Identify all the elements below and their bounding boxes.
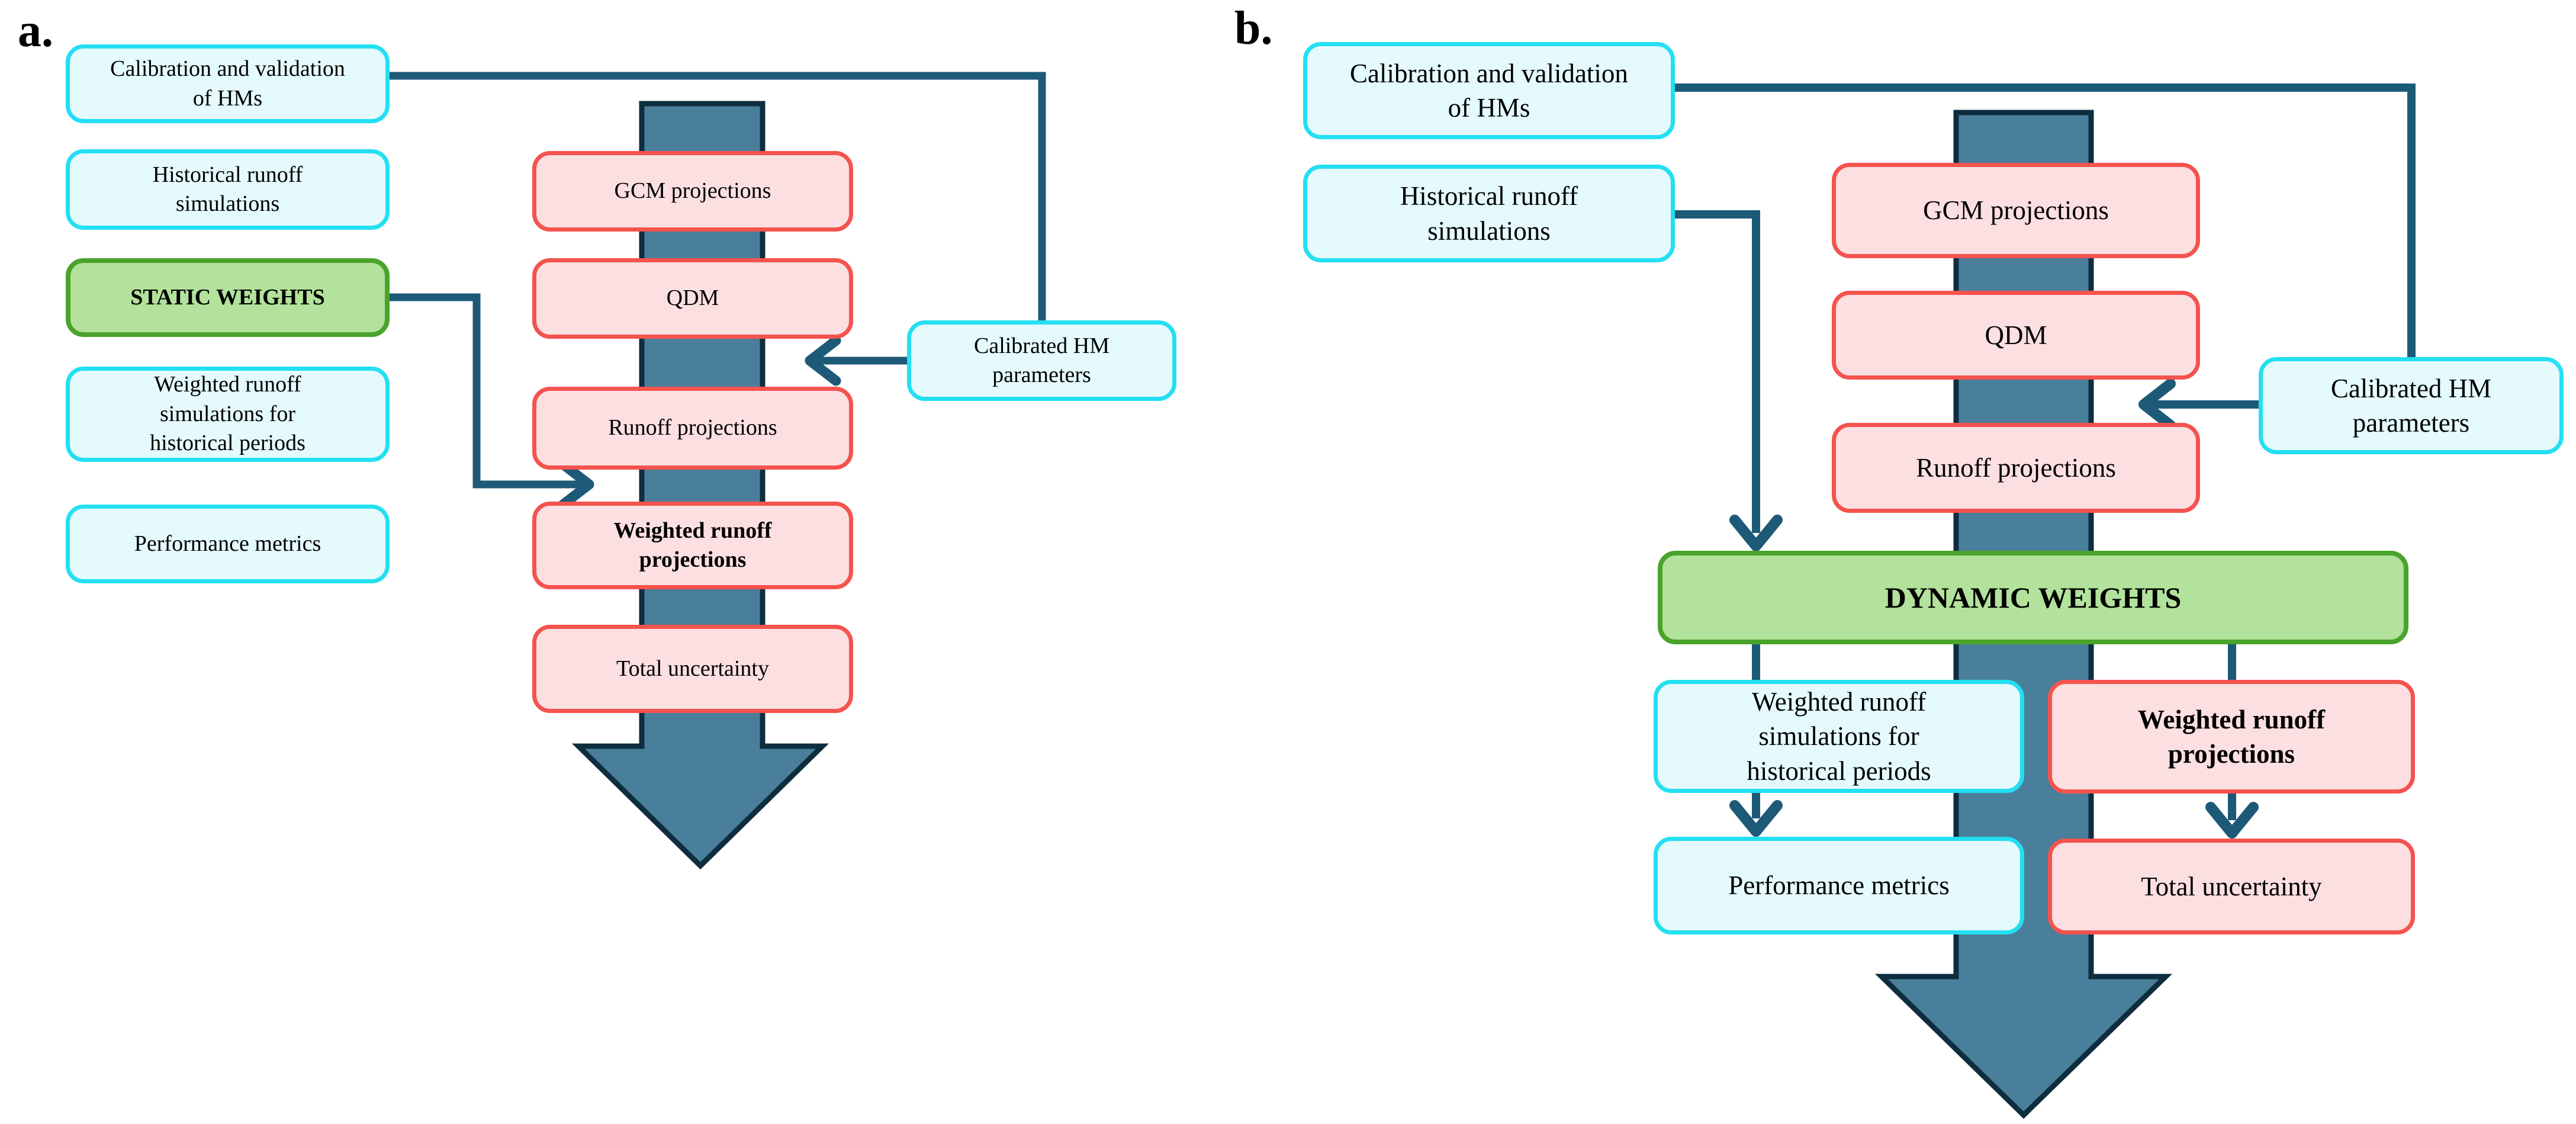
- left-arrowhead-b: [2138, 378, 2176, 431]
- box-calibrated-hm-parameters-b: Calibrated HM parameters: [2259, 357, 2564, 454]
- box-calibration-validation-b: Calibration and validation of HMs: [1303, 42, 1675, 139]
- connector-calibration-to-params-a: [390, 72, 1046, 320]
- down-arrowhead-into-total-b: [2205, 802, 2259, 839]
- left-arrowhead-a: [805, 335, 841, 386]
- box-total-uncertainty-a: Total uncertainty: [532, 625, 853, 713]
- box-runoff-projections-b: Runoff projections: [1832, 423, 2200, 513]
- connector-static-to-flow-a: [390, 293, 583, 489]
- down-arrowhead-into-dynamic-b: [1729, 515, 1783, 551]
- box-weighted-runoff-projections-b: Weighted runoff projections: [2048, 680, 2415, 794]
- box-calibration-validation-a: Calibration and validation of HMs: [66, 44, 390, 123]
- box-dynamic-weights-b: DYNAMIC WEIGHTS: [1658, 551, 2408, 644]
- connector-calibration-to-params-b: [1675, 84, 2416, 357]
- panel-label-b: b.: [1234, 2, 1273, 54]
- box-qdm-a: QDM: [532, 258, 853, 339]
- box-historical-runoff-a: Historical runoff simulations: [66, 149, 390, 230]
- down-arrowhead-into-performance-b: [1729, 800, 1783, 837]
- box-runoff-projections-a: Runoff projections: [532, 387, 853, 470]
- box-performance-metrics-b: Performance metrics: [1654, 837, 2024, 934]
- box-gcm-projections-b: GCM projections: [1832, 163, 2200, 258]
- box-performance-metrics-a: Performance metrics: [66, 505, 390, 583]
- box-total-uncertainty-b: Total uncertainty: [2048, 839, 2415, 934]
- box-qdm-b: QDM: [1832, 291, 2200, 380]
- box-historical-runoff-b: Historical runoff simulations: [1303, 165, 1675, 262]
- box-gcm-projections-a: GCM projections: [532, 151, 853, 232]
- right-arrowhead-a: [558, 459, 594, 510]
- box-weighted-simulations-b: Weighted runoff simulations for historic…: [1654, 680, 2024, 793]
- box-static-weights-a: STATIC WEIGHTS: [66, 258, 390, 337]
- box-weighted-simulations-a: Weighted runoff simulations for historic…: [66, 367, 390, 462]
- box-calibrated-hm-parameters-a: Calibrated HM parameters: [907, 320, 1176, 401]
- panel-label-a: a.: [18, 5, 53, 57]
- box-weighted-runoff-projections-a: Weighted runoff projections: [532, 502, 853, 589]
- connector-historical-to-dynamic-b: [1675, 210, 1760, 533]
